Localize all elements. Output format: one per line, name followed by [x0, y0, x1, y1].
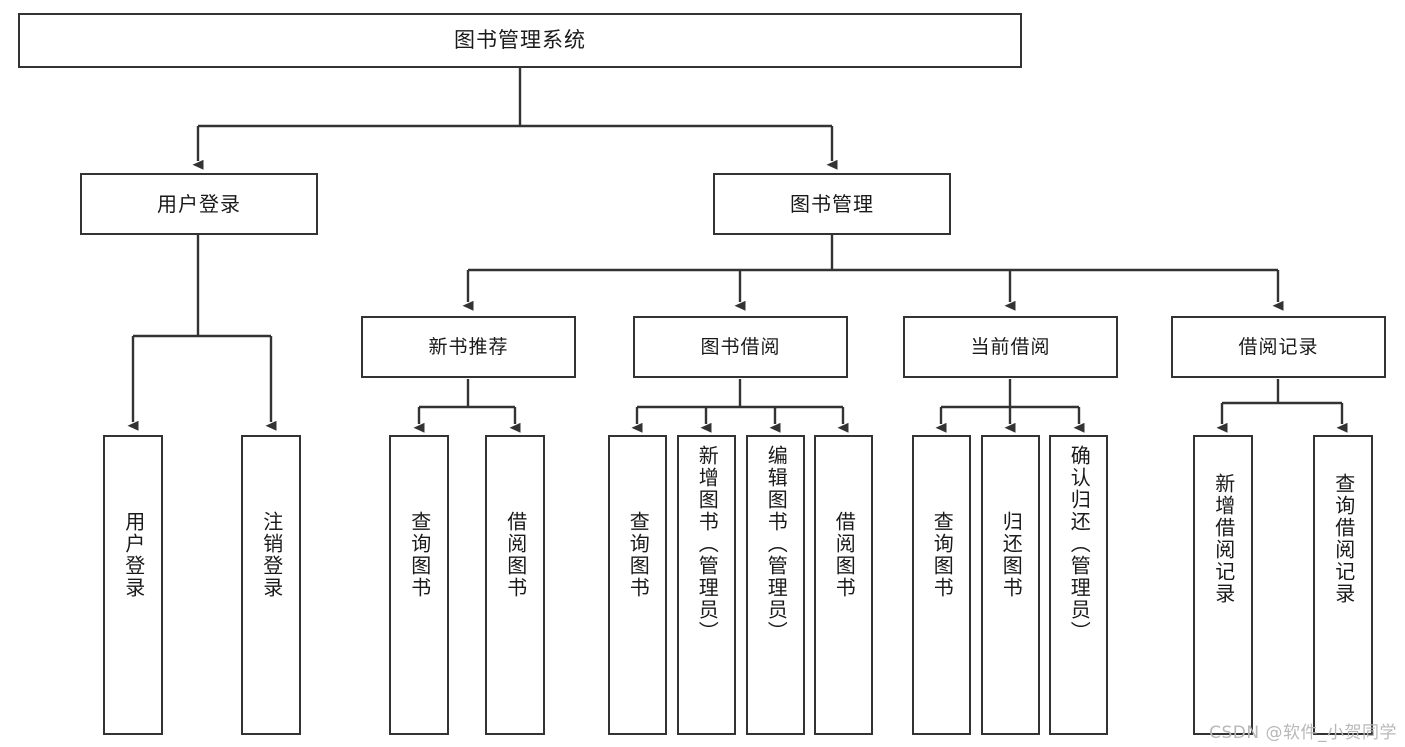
- leaf-add-borrow-record-label: 新增借阅记录: [1211, 473, 1236, 605]
- leaf-add-book-admin[interactable]: 新增图书（管理员）: [677, 435, 736, 735]
- leaf-borrow-book-new-label: 借阅图书: [503, 511, 528, 599]
- node-root-label: 图书管理系统: [454, 27, 586, 52]
- leaf-return-book-label: 归还图书: [999, 511, 1024, 599]
- leaf-add-borrow-record[interactable]: 新增借阅记录: [1193, 435, 1253, 735]
- node-user-login[interactable]: 用户登录: [80, 173, 318, 235]
- leaf-query-book-current-label: 查询图书: [930, 511, 955, 599]
- node-root[interactable]: 图书管理系统: [18, 13, 1022, 68]
- node-book-borrow-label: 图书借阅: [700, 335, 781, 358]
- node-new-book-recommend[interactable]: 新书推荐: [361, 316, 576, 378]
- leaf-query-borrow-record[interactable]: 查询借阅记录: [1313, 435, 1373, 735]
- leaf-edit-book-admin[interactable]: 编辑图书（管理员）: [746, 435, 805, 735]
- leaf-query-book-borrow-label: 查询图书: [626, 511, 651, 599]
- node-book-borrow[interactable]: 图书借阅: [633, 316, 848, 378]
- leaf-query-book-new-label: 查询图书: [407, 511, 432, 599]
- leaf-confirm-return-admin-label: 确认归还（管理员）: [1067, 445, 1092, 643]
- leaf-borrow-book-label: 借阅图书: [832, 511, 857, 599]
- leaf-borrow-book-new[interactable]: 借阅图书: [485, 435, 545, 735]
- node-current-borrow[interactable]: 当前借阅: [903, 316, 1118, 378]
- leaf-user-login[interactable]: 用户登录: [103, 435, 163, 735]
- leaf-add-book-admin-label: 新增图书（管理员）: [695, 445, 720, 643]
- leaf-borrow-book[interactable]: 借阅图书: [814, 435, 873, 735]
- leaf-user-logout-label: 注销登录: [259, 511, 284, 599]
- node-user-login-label: 用户登录: [157, 192, 241, 216]
- node-borrow-record-label: 借阅记录: [1238, 335, 1319, 358]
- leaf-user-logout[interactable]: 注销登录: [241, 435, 301, 735]
- node-book-management-label: 图书管理: [790, 192, 874, 216]
- node-current-borrow-label: 当前借阅: [970, 335, 1051, 358]
- node-borrow-record[interactable]: 借阅记录: [1171, 316, 1386, 378]
- leaf-query-book-current[interactable]: 查询图书: [912, 435, 971, 735]
- leaf-edit-book-admin-label: 编辑图书（管理员）: [764, 445, 789, 643]
- leaf-user-login-label: 用户登录: [121, 511, 146, 599]
- node-book-management[interactable]: 图书管理: [713, 173, 951, 235]
- leaf-query-book-borrow[interactable]: 查询图书: [608, 435, 667, 735]
- node-new-book-recommend-label: 新书推荐: [428, 335, 509, 358]
- leaf-query-borrow-record-label: 查询借阅记录: [1331, 473, 1356, 605]
- leaf-return-book[interactable]: 归还图书: [981, 435, 1040, 735]
- leaf-confirm-return-admin[interactable]: 确认归还（管理员）: [1049, 435, 1108, 735]
- leaf-query-book-new[interactable]: 查询图书: [389, 435, 449, 735]
